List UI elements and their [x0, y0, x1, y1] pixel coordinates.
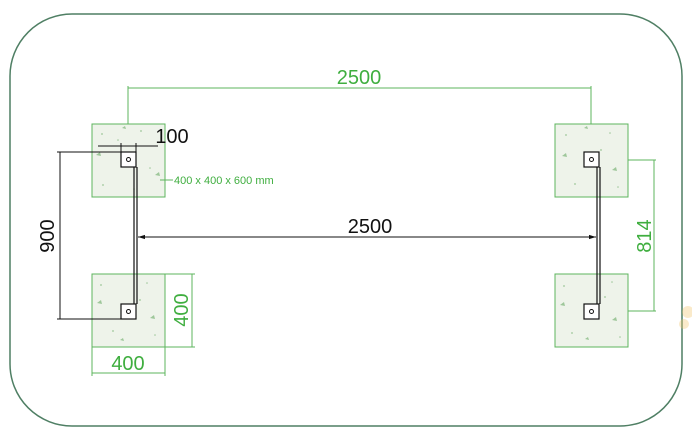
watermark-fragment: [679, 306, 692, 329]
dimension-footing-height: [165, 273, 195, 348]
post-bottom-right: [583, 303, 600, 320]
left-side-rail: [133, 167, 138, 304]
post-bottom-left: [120, 303, 137, 320]
right-side-rail: [596, 167, 601, 304]
dimension-top-span: [127, 86, 592, 124]
dimension-offset: [98, 143, 158, 152]
dimension-height-left-label: 900: [37, 219, 59, 252]
dimension-top-span-label: 2500: [337, 67, 382, 89]
footing-note-label: 400 x 400 x 600 mm: [174, 175, 274, 187]
concrete-speckle: [562, 126, 619, 188]
post-top-right: [583, 151, 600, 168]
dimension-footing-height-label: 400: [171, 293, 193, 326]
dimension-height-left: [57, 151, 128, 320]
dimension-offset-label: 100: [155, 126, 188, 148]
concrete-speckle: [96, 126, 160, 190]
post-top-left: [120, 151, 137, 168]
dimension-height-right: [628, 159, 656, 312]
dimension-mid-span-label: 2500: [348, 216, 393, 238]
dimension-footing-width: [91, 347, 166, 376]
concrete-speckle: [560, 281, 621, 340]
dimension-height-right-label: 814: [634, 219, 656, 252]
concrete-speckle: [97, 282, 156, 341]
plan-boundary-frame: [9, 13, 683, 427]
dimension-footing-width-label: 400: [111, 353, 144, 375]
